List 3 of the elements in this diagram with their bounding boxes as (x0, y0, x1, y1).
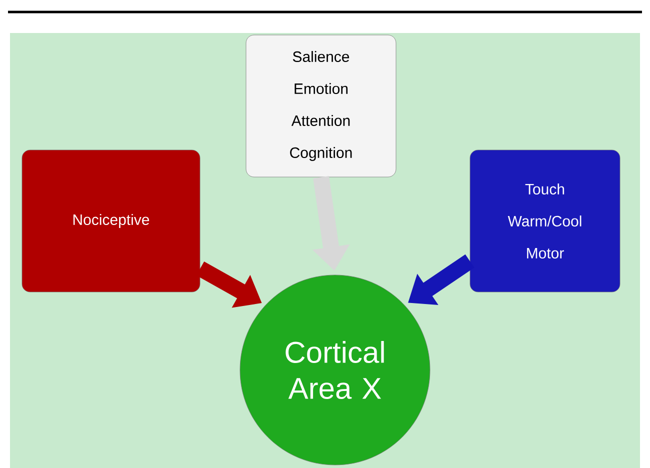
process-box: Touch Warm/Cool Motor (470, 150, 620, 292)
process-box: Salience Emotion Attention Cognition (246, 34, 396, 178)
process-box: Nociceptive (22, 150, 200, 292)
